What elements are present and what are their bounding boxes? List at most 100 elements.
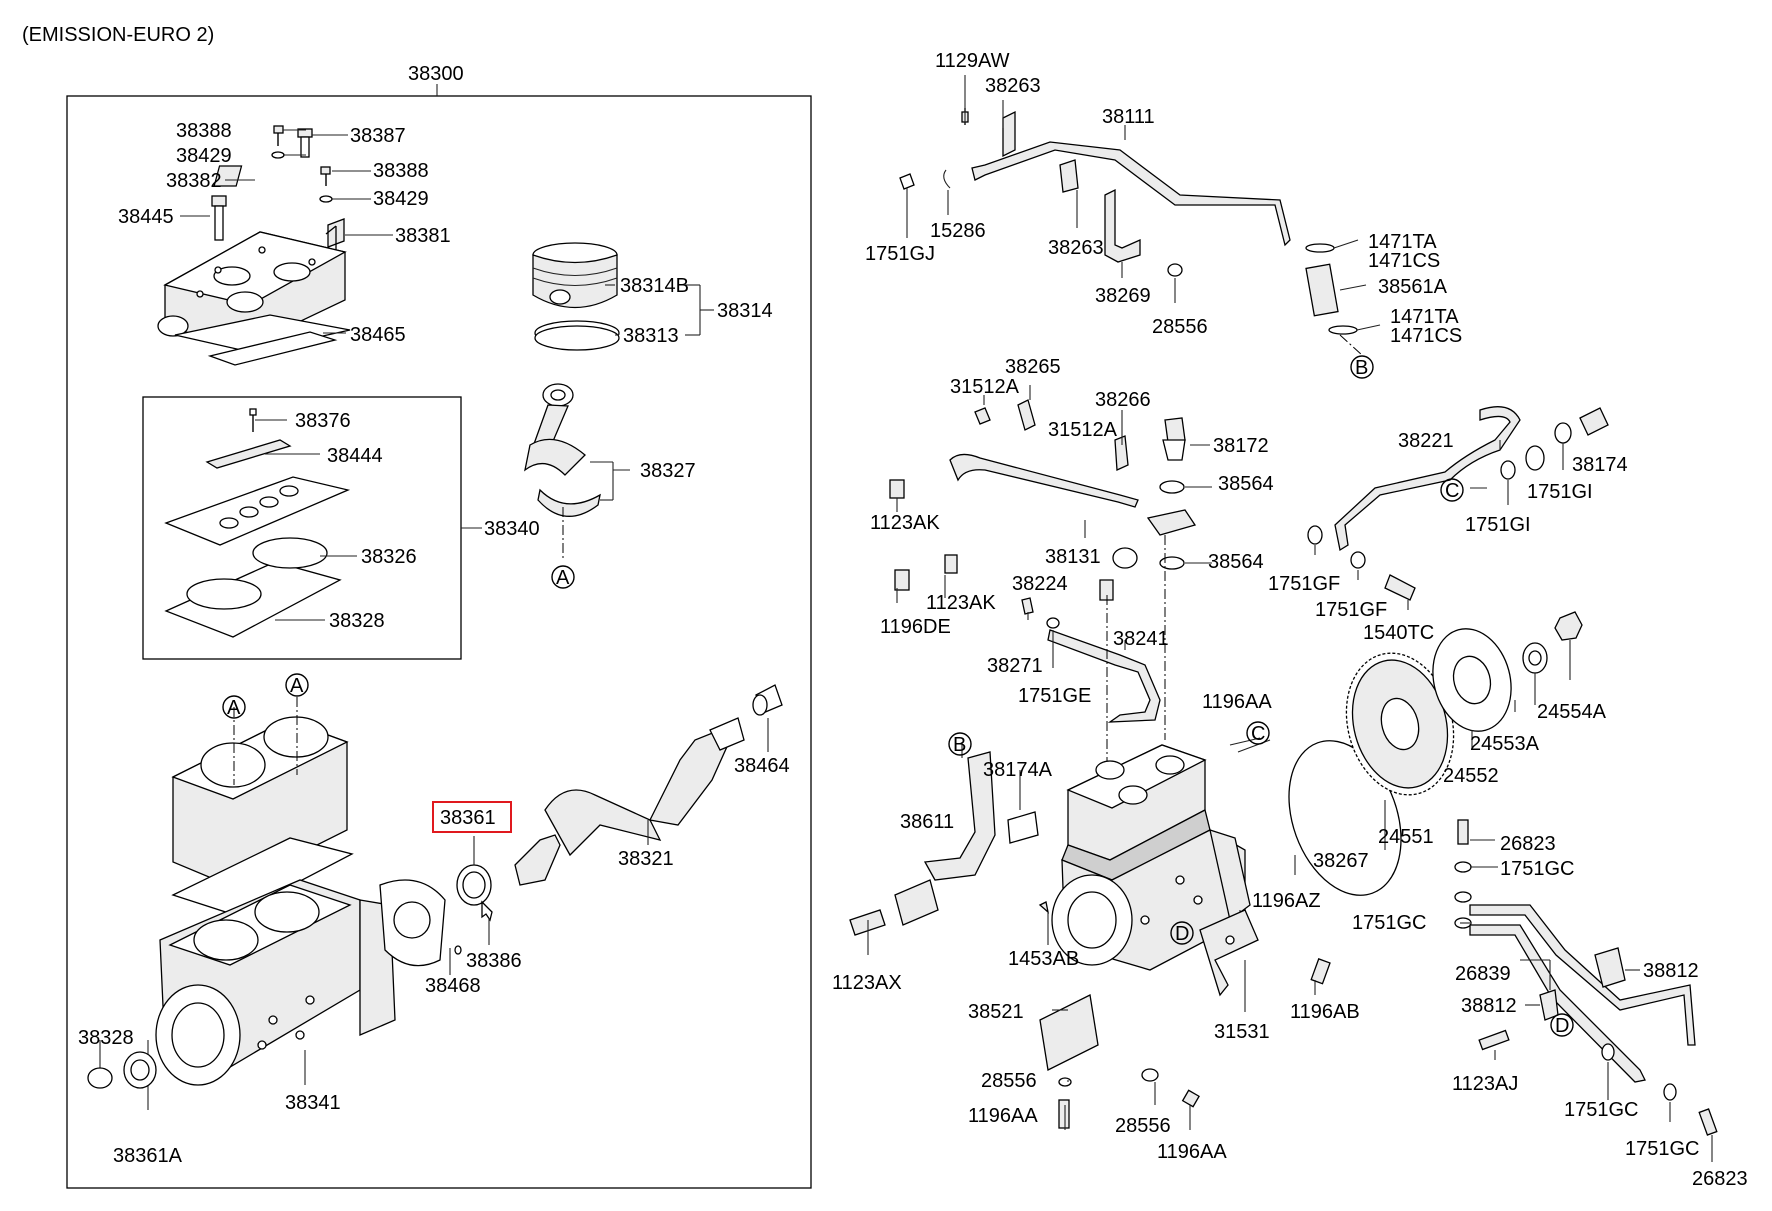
- part-label-1471CS: 1471CS: [1390, 325, 1462, 347]
- part-label-15286: 15286: [930, 220, 986, 242]
- part-label-1471TA: 1471TA: [1368, 231, 1437, 253]
- part-label-38611: 38611: [900, 811, 954, 833]
- part-label-38266: 38266: [1095, 389, 1151, 411]
- part-label-38464: 38464: [734, 755, 790, 777]
- callout-a1: A: [556, 567, 570, 589]
- part-label-38361: 38361: [440, 807, 496, 829]
- part-label-38382: 38382: [166, 170, 222, 192]
- lines-drawing: [889, 399, 1609, 723]
- piston-leaders: 38314: [605, 284, 773, 336]
- part-label-38465: 38465: [350, 324, 406, 346]
- part-label-1751GI: 1751GI: [1527, 481, 1593, 503]
- part-label-38321: 38321: [618, 848, 674, 870]
- part-label-1471TA: 1471TA: [1390, 306, 1459, 328]
- part-label-1123AK: 1123AK: [926, 592, 996, 614]
- part-label-1751GF: 1751GF: [1315, 599, 1387, 621]
- seal-drawings: [87, 1051, 157, 1089]
- part-label-38267: 38267: [1313, 850, 1369, 872]
- part-label-38812: 38812: [1461, 995, 1517, 1017]
- callout-d2: D: [1555, 1015, 1569, 1037]
- cylinder-head-drawing: [157, 125, 351, 366]
- gasket-set-drawing: [164, 408, 351, 638]
- crank-leaders: [449, 718, 769, 975]
- part-label-38361A: 38361A: [113, 1145, 183, 1167]
- compressor-leaders: [1229, 640, 1571, 930]
- unloader-pipe-drawing: [899, 108, 1358, 335]
- part-label-1196AA: 1196AA: [968, 1105, 1038, 1127]
- part-label-1196AB: 1196AB: [1290, 1001, 1360, 1023]
- part-label-38241: 38241: [1113, 628, 1169, 650]
- part-label-38172: 38172: [1213, 435, 1269, 457]
- connecting-rod-drawing: [524, 383, 601, 518]
- part-label-38263: 38263: [1048, 237, 1104, 259]
- part-label-31512A: 31512A: [1048, 419, 1118, 441]
- part-label-38221: 38221: [1398, 430, 1454, 452]
- part-label-1123AJ: 1123AJ: [1452, 1073, 1518, 1095]
- part-label-38564: 38564: [1218, 473, 1274, 495]
- part-label-1129AW: 1129AW: [935, 50, 1010, 72]
- emission-header: (EMISSION-EURO 2): [22, 24, 214, 46]
- lower-right-leaders: [867, 742, 1316, 1130]
- part-label-1751GJ: 1751GJ: [865, 243, 935, 265]
- part-label-38468: 38468: [425, 975, 481, 997]
- part-label-38328: 38328: [78, 1027, 134, 1049]
- part-label-38444: 38444: [327, 445, 383, 467]
- part-label-1751GC: 1751GC: [1500, 858, 1575, 880]
- part-label-38341: 38341: [285, 1092, 341, 1114]
- part-label-38381: 38381: [395, 225, 451, 247]
- callout-a3: A: [290, 675, 304, 697]
- part-label-38313: 38313: [623, 325, 679, 347]
- assembly-frame-38300: 38300: [66, 63, 812, 1189]
- gasket-set-leaders: [255, 419, 357, 621]
- rod-leaders: [562, 461, 630, 560]
- part-label-38328: 38328: [329, 610, 385, 632]
- gasket-set-frame-38340: 38340: [142, 396, 540, 660]
- part-label-1751GF: 1751GF: [1268, 573, 1340, 595]
- part-label-38224: 38224: [1012, 573, 1068, 595]
- part-label-1751GI: 1751GI: [1465, 514, 1531, 536]
- part-label-28556: 28556: [1115, 1115, 1171, 1137]
- part-label-38388: 38388: [373, 160, 429, 182]
- group-38300-label: 38300: [408, 63, 464, 85]
- part-label-38445: 38445: [118, 206, 174, 228]
- part-label-38131: 38131: [1045, 546, 1101, 568]
- cylinder-block-drawing: [155, 716, 396, 1086]
- pipe-leaders: [906, 75, 1381, 356]
- part-label-1196AZ: 1196AZ: [1252, 890, 1321, 912]
- part-label-1751GC: 1751GC: [1625, 1138, 1700, 1160]
- part-label-24553A: 24553A: [1470, 733, 1540, 755]
- part-label-38269: 38269: [1095, 285, 1151, 307]
- part-label-38388: 38388: [176, 120, 232, 142]
- part-label-38271: 38271: [987, 655, 1043, 677]
- part-label-38812: 38812: [1643, 960, 1699, 982]
- part-label-31512A: 31512A: [950, 376, 1020, 398]
- part-label-1751GC: 1751GC: [1564, 1099, 1639, 1121]
- part-label-1196AA: 1196AA: [1202, 691, 1272, 713]
- callout-b1: B: [1355, 357, 1368, 379]
- part-label-38263: 38263: [985, 75, 1041, 97]
- part-label-1123AK: 1123AK: [870, 512, 940, 534]
- part-label-38521: 38521: [968, 1001, 1024, 1023]
- callout-markers: A A A B B C C D D: [222, 355, 1574, 1037]
- callout-c1: C: [1445, 480, 1459, 502]
- callout-b2: B: [953, 734, 966, 756]
- part-label-1196DE: 1196DE: [880, 616, 951, 638]
- part-label-1751GC: 1751GC: [1352, 912, 1427, 934]
- part-label-1471CS: 1471CS: [1368, 250, 1440, 272]
- part-label-1123AX: 1123AX: [832, 972, 902, 994]
- part-label-28556: 28556: [981, 1070, 1037, 1092]
- part-label-1751GE: 1751GE: [1018, 685, 1091, 707]
- part-label-38429: 38429: [373, 188, 429, 210]
- part-label-38265: 38265: [1005, 356, 1061, 378]
- group-38340-label: 38340: [484, 518, 540, 540]
- part-label-1453AB: 1453AB: [1008, 948, 1079, 970]
- part-label-38386: 38386: [466, 950, 522, 972]
- part-label-24551: 24551: [1378, 826, 1434, 848]
- part-label-38111: 38111: [1102, 106, 1155, 128]
- group-38314-label: 38314: [717, 300, 773, 322]
- lines-leaders: [896, 385, 1564, 775]
- part-label-38174A: 38174A: [983, 759, 1053, 781]
- callout-d1: D: [1175, 923, 1189, 945]
- part-label-38429: 38429: [176, 145, 232, 167]
